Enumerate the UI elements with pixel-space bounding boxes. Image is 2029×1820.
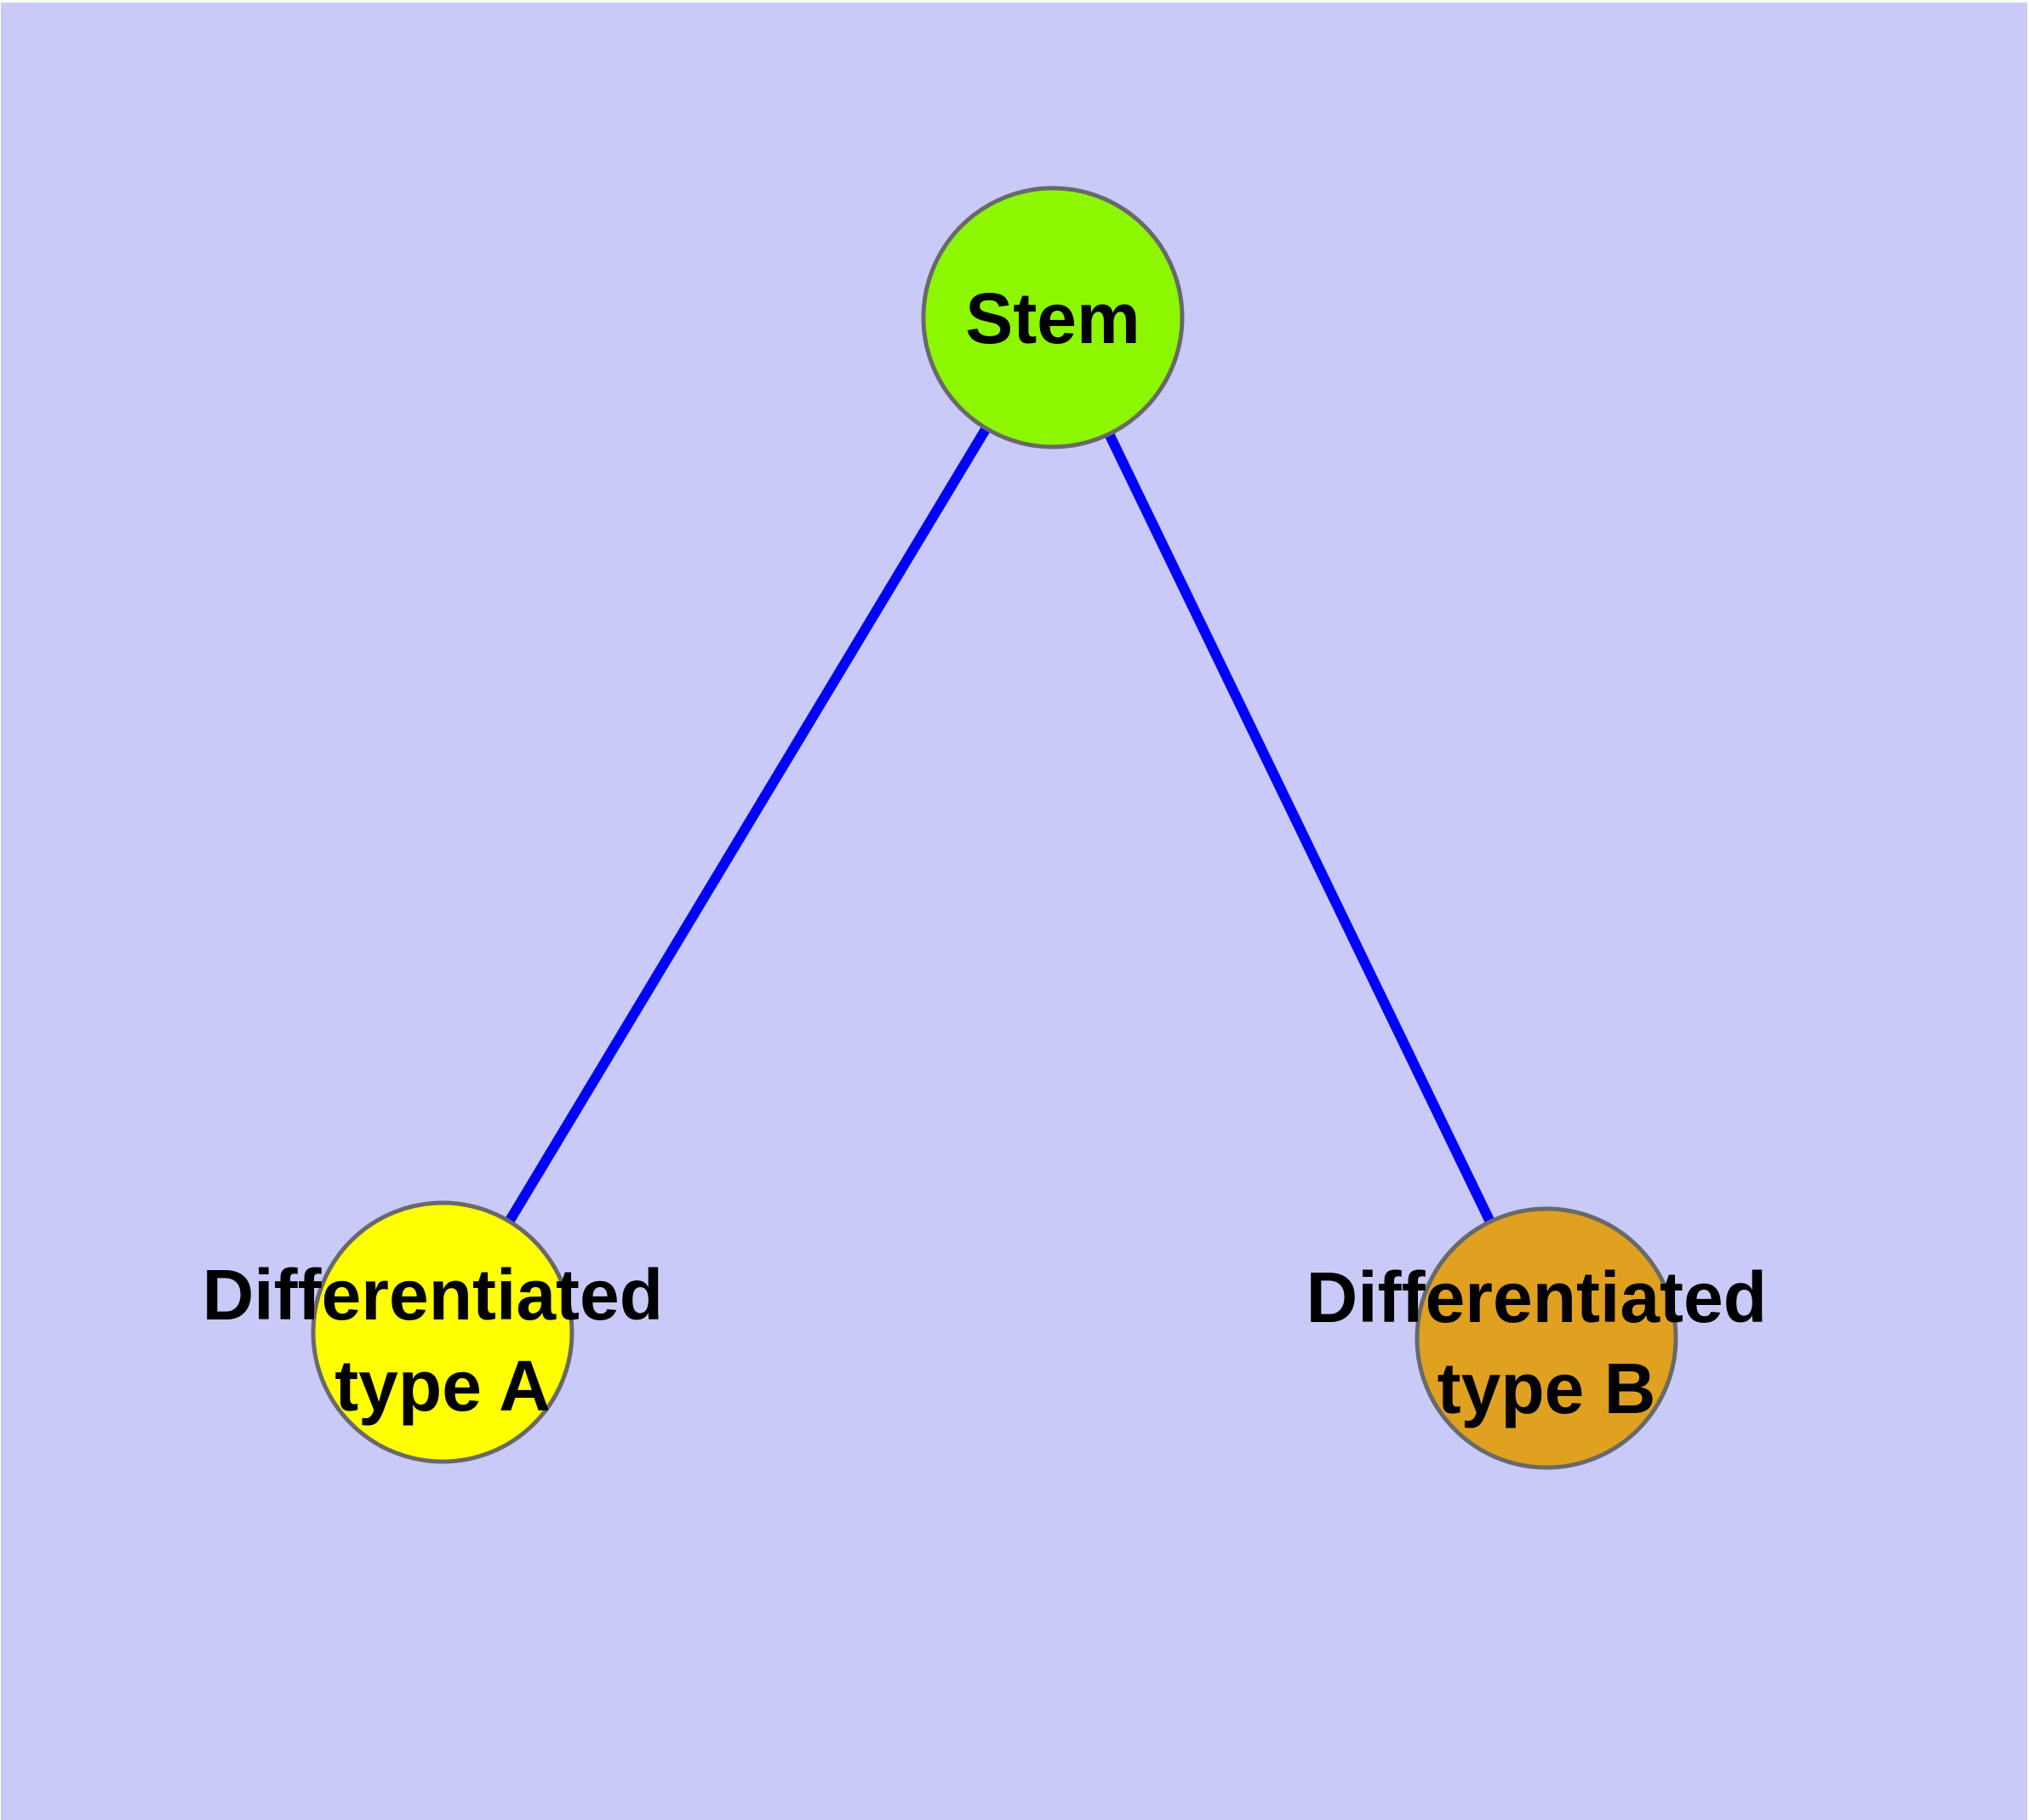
edge-stem-to-type-b	[1048, 315, 1552, 1341]
node-differentiated-type-a-label-line-1: Differentiated	[203, 1255, 663, 1335]
node-differentiated-type-b-label-line-2: type B	[1437, 1348, 1656, 1428]
edge-stem-to-type-a	[437, 314, 1058, 1336]
node-differentiated-type-a	[311, 1200, 574, 1464]
node-differentiated-type-b-label-line-1: Differentiated	[1306, 1257, 1767, 1337]
node-differentiated-type-b-label: Differentiated type B	[1306, 1257, 1787, 1428]
node-differentiated-type-b	[1415, 1206, 1678, 1470]
node-differentiated-type-a-label: Differentiated type A	[203, 1255, 683, 1426]
node-stem-label: Stem	[965, 278, 1140, 358]
node-differentiated-type-a-label-line-2: type A	[334, 1346, 551, 1426]
node-stem	[921, 186, 1185, 449]
